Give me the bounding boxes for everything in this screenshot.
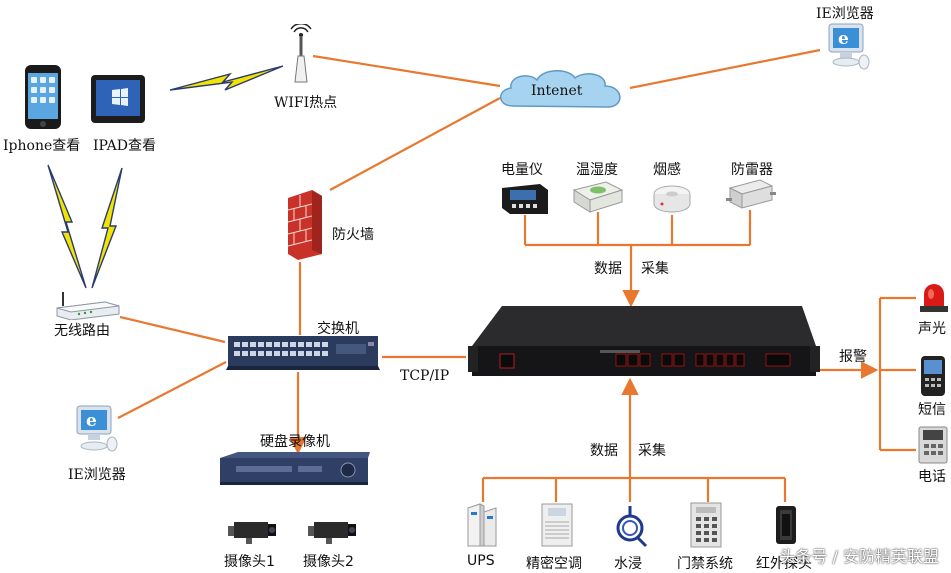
internet-label: Intenet [531, 83, 583, 99]
ipad-label: IPAD查看 [93, 138, 156, 154]
dvr-label: 硬盘录像机 [260, 434, 330, 450]
wifi-antenna-icon [289, 23, 313, 84]
access-keypad-icon [690, 502, 722, 548]
router-label: 无线路由 [54, 323, 110, 339]
mobile-phone-icon [920, 355, 946, 397]
monitoring-host-icon [466, 302, 820, 382]
ie-left-label: IE浏览器 [68, 467, 126, 483]
watermark: 头条号 / 安防精英联盟 [779, 547, 939, 566]
svg-text:e: e [838, 29, 849, 49]
infrared-detector-icon [772, 504, 800, 546]
firewall-label: 防火墙 [332, 227, 374, 243]
infrared-label: 红外探头 [756, 556, 812, 572]
cctv-camera-icon [306, 518, 358, 546]
ac-label: 精密空调 [526, 556, 582, 572]
tablet-icon [90, 74, 146, 124]
svg-text:e: e [86, 411, 97, 431]
tcpip-label: TCP/IP [400, 368, 450, 384]
smoke-detector-icon [652, 182, 692, 216]
ie-monitor-icon: e [826, 22, 872, 72]
collect-bottom-gather-label: 采集 [638, 443, 666, 459]
power-meter-icon [500, 182, 550, 216]
ie-monitor-icon: e [74, 404, 120, 456]
cloud-icon [495, 66, 630, 116]
ie-top-label: IE浏览器 [816, 6, 874, 22]
cctv-camera-icon [226, 518, 278, 546]
collect-bottom-data-label: 数据 [590, 443, 618, 459]
network-switch-icon [224, 332, 382, 372]
wifi-label: WIFI热点 [274, 95, 338, 111]
ups-label: UPS [467, 553, 495, 569]
phone-label: 电话 [918, 469, 946, 485]
smartphone-icon [24, 64, 62, 130]
telephone-icon [918, 426, 948, 464]
siren-icon [918, 282, 950, 316]
humidity-label: 温湿度 [576, 162, 618, 178]
router-icon [55, 290, 121, 321]
water-sensor-icon [612, 504, 648, 548]
alarm-label: 报警 [839, 349, 867, 365]
ups-icon [466, 502, 500, 548]
water-label: 水浸 [614, 556, 642, 572]
smoke-label: 烟感 [653, 162, 681, 178]
access-label: 门禁系统 [677, 556, 733, 572]
brick-firewall-icon [284, 188, 324, 262]
camera1-label: 摄像头1 [224, 554, 275, 570]
surge-protector-icon [726, 178, 776, 212]
camera2-label: 摄像头2 [303, 554, 354, 570]
sms-label: 短信 [918, 402, 946, 418]
collect-top-gather-label: 采集 [641, 261, 669, 277]
lightning-label: 防雷器 [731, 162, 773, 178]
sound-light-label: 声光 [918, 321, 946, 337]
iphone-label: Iphone查看 [3, 138, 81, 154]
meter-label: 电量仪 [501, 162, 543, 178]
wireless-bolts [47, 65, 284, 289]
humidity-sensor-icon [572, 180, 624, 214]
air-conditioner-icon [540, 502, 574, 548]
dvr-icon [218, 452, 370, 488]
collect-top-data-label: 数据 [594, 261, 622, 277]
switch-label: 交换机 [317, 321, 359, 337]
